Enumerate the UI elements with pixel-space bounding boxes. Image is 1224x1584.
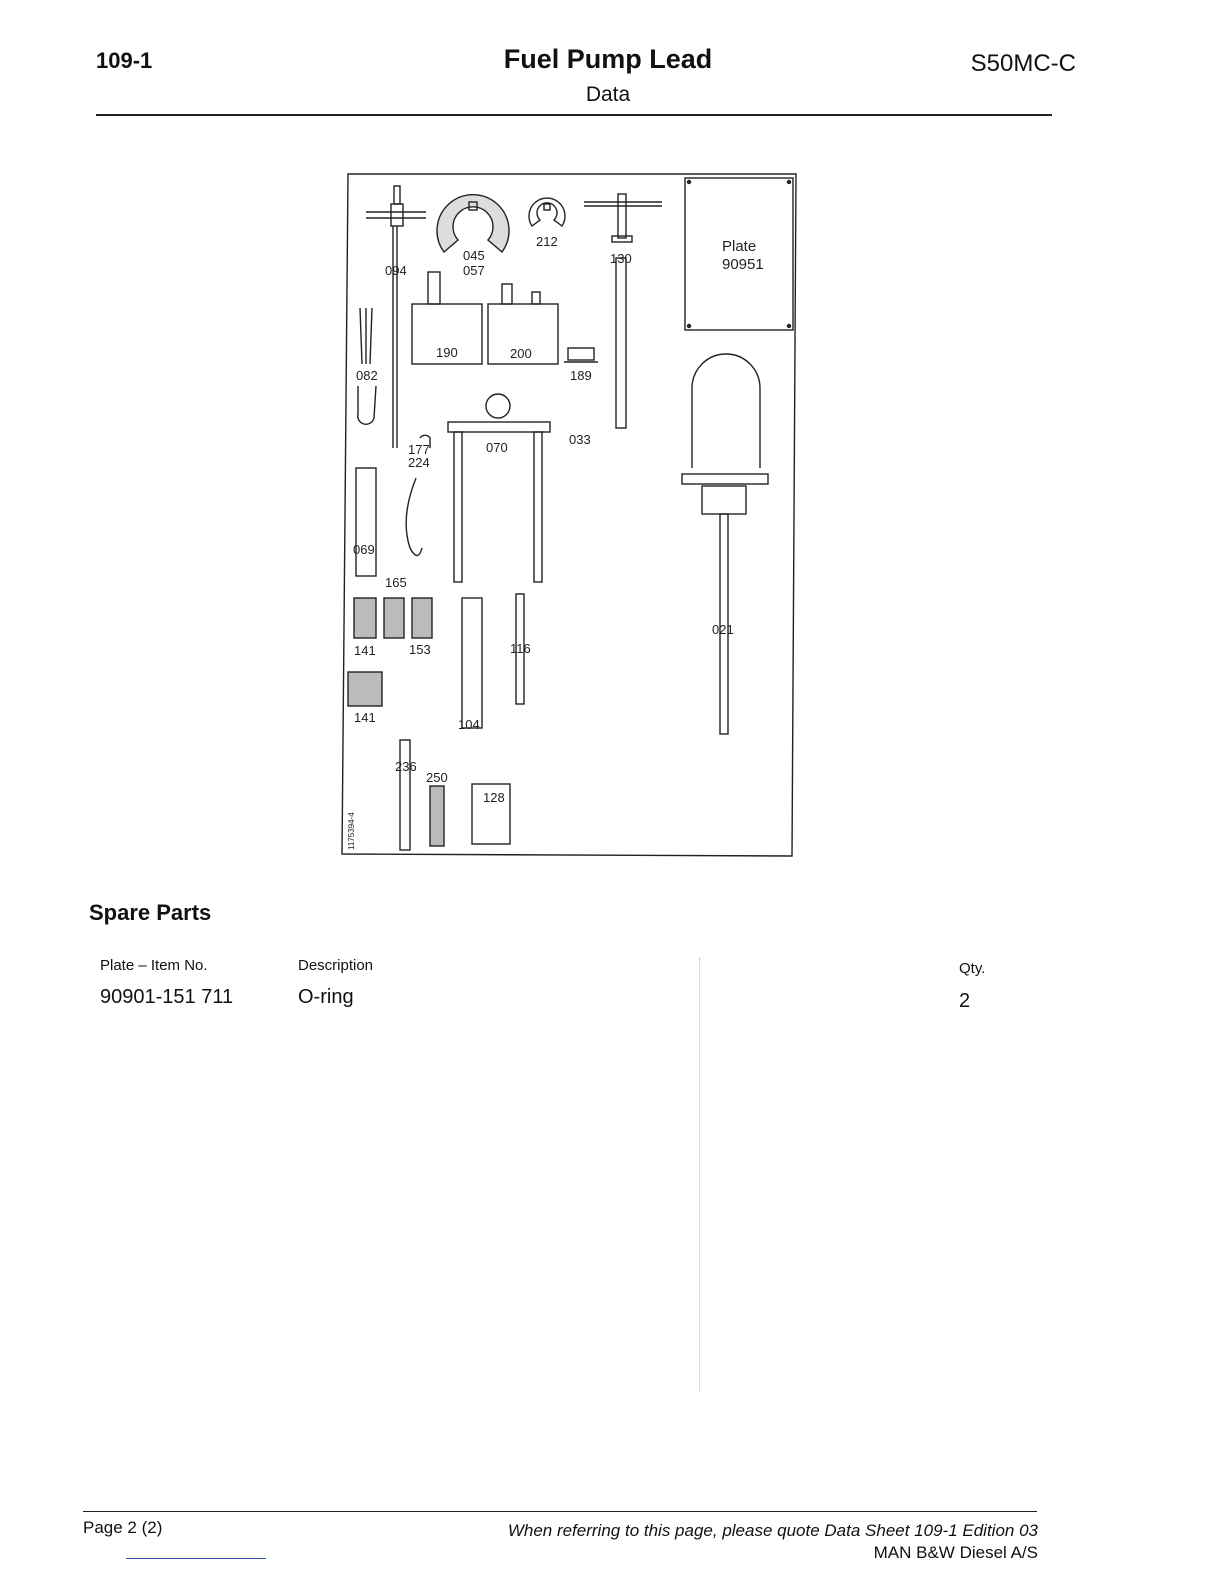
- item-label-070: 070: [486, 440, 508, 455]
- block-200: [487, 303, 559, 365]
- item-label-045: 045: [463, 248, 485, 263]
- sheet-number: 109-1: [96, 48, 153, 73]
- table-cell-item: 90901-151 711: [100, 986, 234, 1008]
- tool-104: [461, 597, 483, 729]
- tool-236: [399, 739, 411, 851]
- box-128: [471, 783, 511, 845]
- tool-021: [681, 353, 769, 735]
- item-label-069: 069: [353, 542, 375, 557]
- item-label-130: 130: [610, 251, 632, 266]
- footer-rule: [83, 1511, 1037, 1513]
- board-outline: [341, 173, 797, 857]
- item-label-189: 189: [570, 368, 592, 383]
- block-190: [411, 303, 483, 365]
- item-label-021: 021: [712, 622, 734, 637]
- tool-board-drawing: Plate 90951 094 045 057 212 130 190 200 …: [341, 173, 797, 857]
- plate-label: Plate: [722, 238, 756, 255]
- engine-type: S50MC-C: [970, 50, 1076, 77]
- item-label-082: 082: [356, 368, 378, 383]
- item-label-104: 104: [458, 717, 480, 732]
- page-subtitle: Data: [585, 83, 631, 106]
- tool-045: [436, 193, 510, 254]
- column-header-qty: Qty.: [959, 960, 986, 977]
- tool-177: [405, 434, 431, 557]
- item-label-165: 165: [385, 575, 407, 590]
- part-189: [567, 347, 595, 361]
- part-069: [355, 467, 377, 577]
- plate-number: 90951: [722, 256, 764, 273]
- column-header-description: Description: [298, 957, 374, 974]
- tool-094: [366, 185, 426, 448]
- item-label-236: 236: [395, 759, 417, 774]
- item-label-094: 094: [385, 263, 407, 278]
- item-label-128: 128: [483, 790, 505, 805]
- plate-box: [684, 177, 794, 331]
- table-cell-qty: 2: [959, 990, 971, 1012]
- part-250: [429, 785, 445, 847]
- tool-130: [584, 193, 662, 429]
- item-label-200: 200: [510, 346, 532, 361]
- item-label-141-b: 141: [354, 710, 376, 725]
- footer-note: When referring to this page, please quot…: [507, 1521, 1038, 1540]
- item-label-250: 250: [426, 770, 448, 785]
- item-label-033: 033: [569, 432, 591, 447]
- item-label-224: 224: [408, 455, 430, 470]
- tool-212: [528, 197, 566, 228]
- item-label-212: 212: [536, 234, 558, 249]
- tool-116: [515, 593, 525, 705]
- tool-082: [357, 307, 377, 425]
- item-label-116: 116: [510, 641, 531, 656]
- footer-mark: [126, 1558, 266, 1559]
- spare-parts-heading: Spare Parts: [89, 900, 212, 925]
- part-141-b: [347, 671, 383, 707]
- drawing-code: 1175394-4: [347, 812, 356, 850]
- item-label-153: 153: [409, 642, 431, 657]
- table-cell-description: O-ring: [298, 986, 354, 1008]
- column-divider: [699, 958, 700, 1392]
- company-name: MAN B&W Diesel A/S: [873, 1543, 1038, 1562]
- item-label-177: 177: [408, 442, 430, 457]
- item-label-190: 190: [436, 345, 458, 360]
- column-header-item: Plate – Item No.: [100, 957, 208, 974]
- tool-070: [447, 393, 551, 583]
- page-title: Fuel Pump Lead: [503, 44, 713, 74]
- part-141-a: [353, 597, 377, 639]
- header-rule: [96, 114, 1052, 116]
- page-number: Page 2 (2): [83, 1518, 163, 1537]
- item-label-057: 057: [463, 263, 485, 278]
- item-label-141-a: 141: [354, 643, 376, 658]
